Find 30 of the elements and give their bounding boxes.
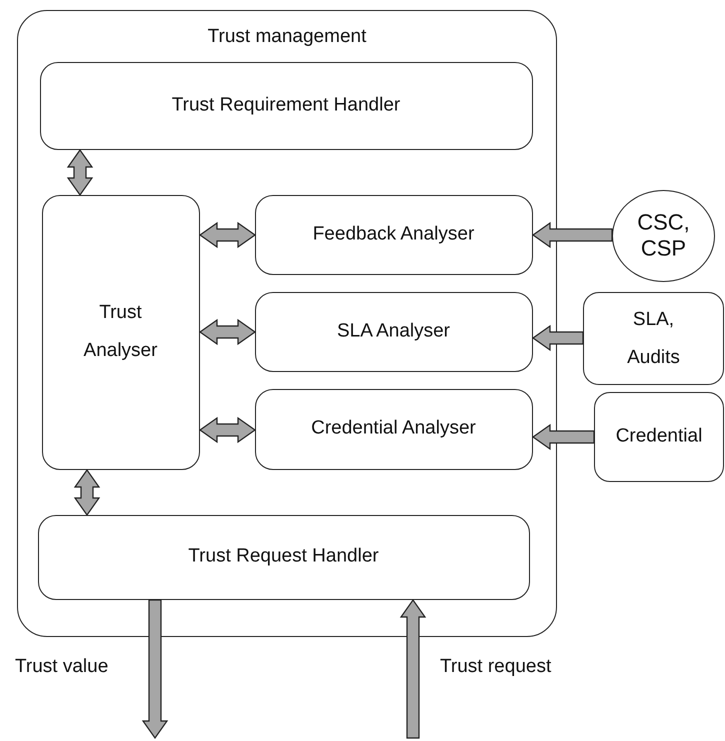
node-label: SLA, Audits: [627, 308, 680, 368]
node-label: Trust management: [208, 26, 366, 47]
double-block-arrow: [66, 148, 94, 196]
source-box: [594, 392, 724, 482]
block-arrow: [532, 324, 584, 352]
node-label: Credential: [616, 426, 702, 447]
process-box: [254, 388, 532, 470]
source-box: [583, 292, 724, 385]
double-block-arrow: [198, 416, 256, 444]
node-label: Trust Request Handler: [188, 546, 379, 567]
node-label: Trust Analyser: [84, 302, 158, 361]
double-block-arrow: [198, 318, 256, 346]
block-arrow: [142, 599, 168, 740]
process-box: [38, 514, 530, 600]
double-block-arrow: [198, 222, 256, 248]
process-box: [254, 292, 532, 372]
edge-label: Trust request: [440, 656, 552, 678]
block-arrow: [400, 598, 426, 739]
double-block-arrow: [74, 468, 100, 516]
container-box: [17, 10, 557, 637]
process-box: [40, 62, 532, 150]
process-box: [42, 194, 200, 470]
node-label: CSC, CSP: [637, 210, 690, 261]
block-arrow: [532, 424, 595, 450]
node-label: SLA Analyser: [336, 320, 450, 342]
node-label: Trust Requirement Handler: [172, 94, 400, 116]
process-box: [254, 194, 532, 274]
block-arrow: [532, 222, 613, 248]
node-label: Credential Analyser: [311, 418, 476, 439]
node-label: Feedback Analyser: [312, 223, 474, 244]
